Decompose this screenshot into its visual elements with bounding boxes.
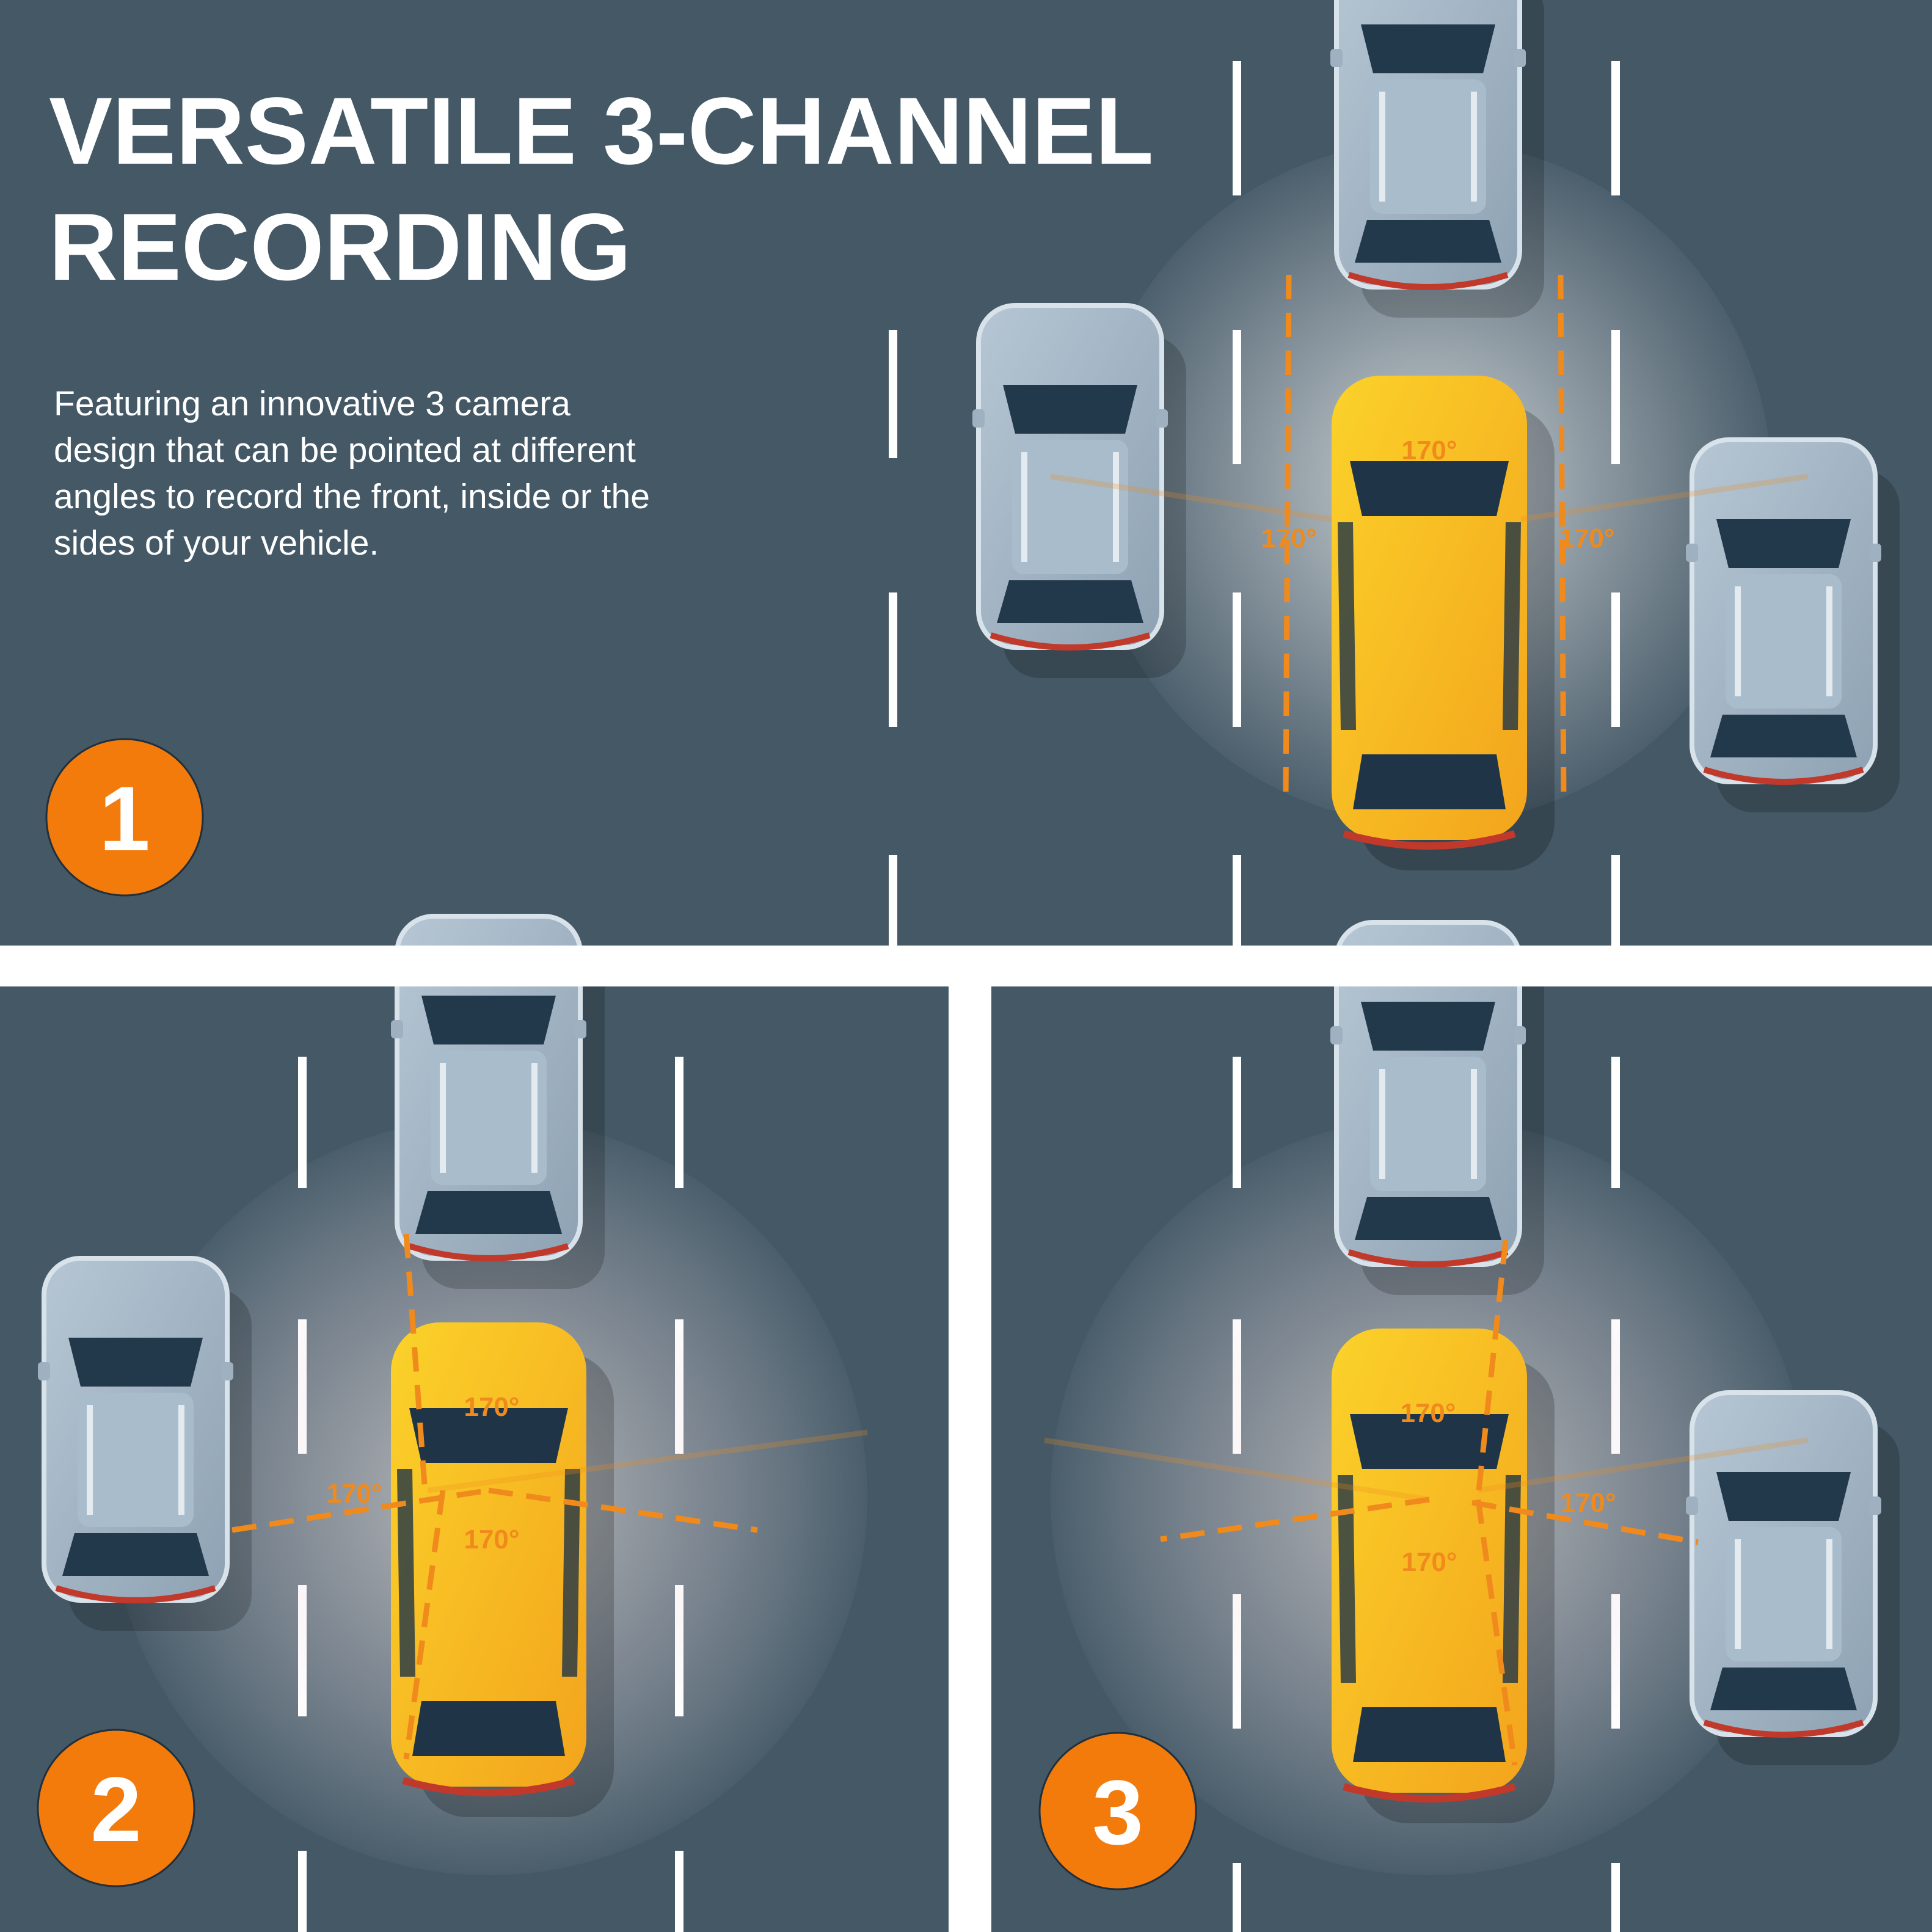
panel-2-fov-lines <box>231 1233 868 1760</box>
panel-1-fov-lines <box>1050 274 1809 801</box>
panel-3-right-angle-label: 170° <box>1560 1488 1616 1518</box>
vertical-divider <box>949 946 991 1932</box>
description-line-1: Featuring an innovative 3 camera <box>54 384 570 423</box>
panel-2-number: 2 <box>90 1758 141 1861</box>
title-line-1: VERSATILE 3-CHANNEL <box>49 78 1154 184</box>
panel-3-fov-lines <box>1044 1239 1809 1766</box>
panel-1: 170° 170° 170° VERSATILE 3-CHANNEL RECOR… <box>0 0 1932 946</box>
panel-1-number: 1 <box>99 767 150 870</box>
description-line-2: design that can be pointed at different <box>54 431 636 470</box>
panel-1-car-right <box>1686 440 1900 812</box>
panel-3-car-right <box>1686 1393 1900 1765</box>
panel-1-left-angle-label: 170° <box>1261 523 1316 553</box>
panel-2-number-badge: 2 <box>37 1729 195 1887</box>
panel-3-number: 3 <box>1092 1761 1143 1864</box>
panel-3-number-badge: 3 <box>1038 1732 1197 1890</box>
panel-2-left-angle-label: 170° <box>326 1479 382 1509</box>
panel-1-right-angle-label: 170° <box>1559 523 1614 553</box>
description-line-4: sides of your vehicle. <box>54 523 379 563</box>
panel-3-front-angle-label: 170° <box>1400 1398 1456 1428</box>
panel-2-front-angle-label: 170° <box>464 1392 519 1422</box>
panel-3-rear-angle-label: 170° <box>1401 1547 1457 1577</box>
title-line-2: RECORDING <box>49 194 631 301</box>
panel-1-front-angle-label: 170° <box>1401 436 1457 465</box>
panel-2: 170° 170° 170° 2 <box>0 916 949 1932</box>
panel-1-number-badge: 1 <box>45 738 204 897</box>
panel-3: 170° 170° 170° 3 <box>991 922 1932 1932</box>
panel-2-rear-angle-label: 170° <box>464 1525 519 1555</box>
panel-1-car-ahead <box>1330 0 1544 318</box>
panel-2-car-left <box>38 1258 252 1631</box>
description-line-3: angles to record the front, inside or th… <box>54 477 650 516</box>
